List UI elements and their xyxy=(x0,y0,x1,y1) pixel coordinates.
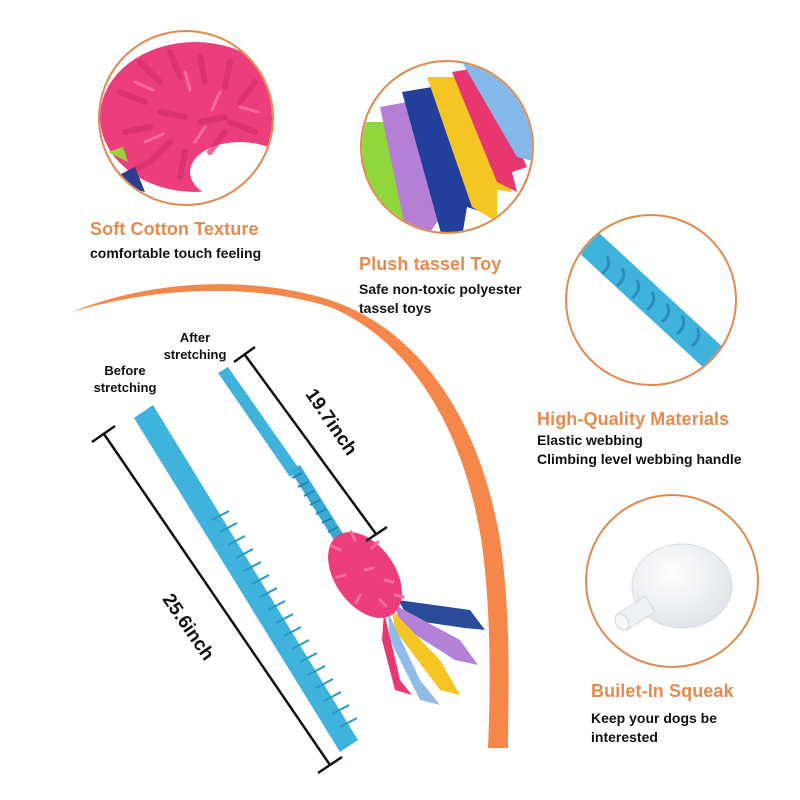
feature-desc-soft-cotton: comfortable touch feeling xyxy=(90,245,262,261)
tassel-bundle xyxy=(382,600,485,705)
feature-desc-materials: Elastic webbing Climbing level webbing h… xyxy=(537,432,742,467)
feature-heading-squeak: Builet-In Squeak xyxy=(591,681,734,701)
dimension-line-after xyxy=(233,345,388,543)
dimension-line-before xyxy=(91,424,343,775)
colorful-tassels-image xyxy=(362,62,532,232)
pink-chenille-image xyxy=(100,42,272,202)
before-stretching-label: Before stretching xyxy=(93,363,157,395)
feature-desc-plush-tassel: Safe non-toxic polyester tassel toys xyxy=(359,281,522,316)
blue-webbing-image xyxy=(577,231,727,371)
image-circle-webbing xyxy=(565,214,737,386)
after-stretching-label: After stretching xyxy=(163,330,227,362)
chenille-head xyxy=(328,530,405,618)
feature-heading-materials: High-Quality Materials xyxy=(537,409,730,429)
feature-desc-squeak: Keep your dogs be interested xyxy=(591,710,718,745)
after-stretching-leash xyxy=(218,367,352,553)
before-stretching-leash xyxy=(134,405,358,752)
image-circle-plush-tassel xyxy=(360,60,534,234)
image-circle-squeaker xyxy=(585,494,759,668)
feature-heading-plush-tassel: Plush tassel Toy xyxy=(359,254,502,274)
feature-heading-soft-cotton: Soft Cotton Texture xyxy=(90,219,259,239)
white-squeaker-image xyxy=(614,543,733,631)
image-circle-soft-cotton xyxy=(98,30,274,206)
